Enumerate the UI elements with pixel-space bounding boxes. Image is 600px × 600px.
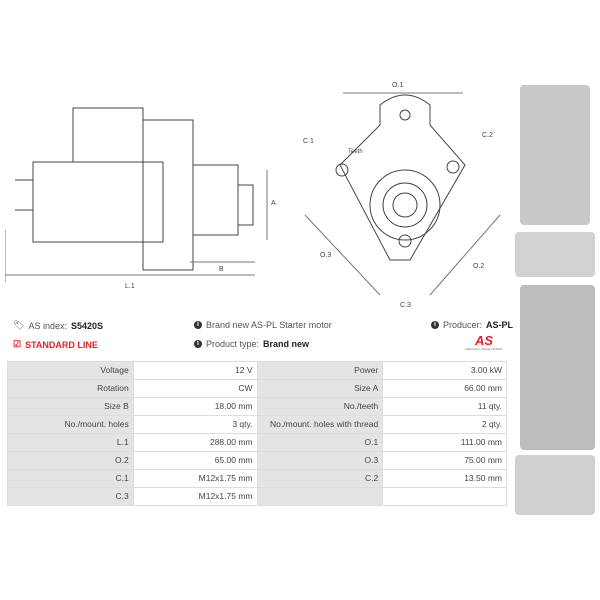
spec-label: O.3 — [256, 451, 384, 470]
spec-value: 3.00 kW — [382, 361, 507, 380]
as-index-label: AS index: — [28, 320, 67, 331]
front-view-diagram: O.1 C.1 C.2 Teeth O.3 O.2 C.3 — [303, 82, 501, 309]
spec-value: 65.00 mm — [132, 451, 258, 470]
label-l1: L.1 — [125, 283, 135, 290]
as-index-value: S5420S — [70, 320, 103, 331]
spec-value: 2 qty. — [382, 415, 507, 434]
info-icon: i — [194, 340, 202, 348]
side-view-diagram: L.1 B A — [5, 107, 276, 290]
spec-value: M12x1.75 mm — [132, 469, 258, 488]
spec-label: C.3 — [7, 487, 134, 506]
spec-value: 3 qty. — [132, 415, 258, 434]
product-type-value: Brand new — [263, 339, 310, 349]
product-photo-2[interactable] — [515, 232, 595, 277]
as-pl-logo: AS Alternators, Starters & Parts — [465, 333, 503, 351]
spec-label: C.1 — [7, 469, 134, 488]
tags-icon: 🏷 — [13, 320, 25, 330]
spec-value: M12x1.75 mm — [132, 487, 258, 506]
spec-value: 66.00 mm — [382, 379, 507, 398]
product-photo-4[interactable] — [515, 455, 595, 515]
spec-label: Voltage — [7, 361, 134, 380]
producer: i Producer: AS-PL — [431, 320, 513, 330]
standard-line-label: STANDARD LINE — [25, 339, 98, 350]
spec-value — [382, 487, 507, 506]
spec-value: 18.00 mm — [132, 397, 258, 416]
spec-label: C.2 — [256, 469, 384, 488]
spec-value: 13.50 mm — [382, 469, 507, 488]
spec-value: 75.00 mm — [382, 451, 507, 470]
spec-label: No./mount. holes with thread — [256, 415, 384, 434]
producer-value: AS-PL — [486, 320, 514, 330]
spec-label: L.1 — [7, 433, 134, 452]
spec-value: 12 V — [132, 361, 258, 380]
spec-label: Size A — [256, 379, 384, 398]
brand-info: i Brand new AS-PL Starter motor — [194, 320, 332, 330]
spec-label: No./teeth — [256, 397, 384, 416]
label-c1: C.1 — [303, 138, 314, 145]
as-index: 🏷 AS index: S5420S — [13, 320, 103, 331]
info-icon: i — [194, 321, 202, 329]
brand-text: Brand new AS-PL Starter motor — [206, 320, 332, 330]
label-o3: O.3 — [320, 252, 331, 259]
spec-label: Power — [256, 361, 384, 380]
spec-value: 11 qty. — [382, 397, 507, 416]
product-photo-3[interactable] — [520, 285, 595, 450]
spec-value: 288.00 mm — [132, 433, 258, 452]
spec-label: O.2 — [7, 451, 134, 470]
label-b: B — [219, 266, 224, 273]
label-teeth: Teeth — [348, 149, 363, 155]
label-a: A — [271, 200, 276, 207]
label-o1: O.1 — [392, 82, 403, 89]
product-type: i Product type: Brand new — [194, 339, 309, 349]
label-c2: C.2 — [482, 132, 493, 139]
spec-label — [256, 487, 384, 506]
checkbox-icon: ☑ — [13, 339, 22, 349]
product-type-label: Product type: — [206, 339, 260, 349]
product-photo-1[interactable] — [520, 85, 590, 225]
spec-label: O.1 — [256, 433, 384, 452]
spec-label: No./mount. holes — [7, 415, 134, 434]
producer-label: Producer: — [443, 320, 483, 330]
spec-value: 111.00 mm — [382, 433, 507, 452]
label-o2: O.2 — [473, 263, 484, 270]
spec-label: Size B — [7, 397, 134, 416]
spec-label: Rotation — [7, 379, 134, 398]
info-icon: i — [431, 321, 439, 329]
spec-value: CW — [132, 379, 258, 398]
standard-line: ☑ STANDARD LINE — [13, 339, 98, 350]
label-c3: C.3 — [400, 302, 411, 309]
